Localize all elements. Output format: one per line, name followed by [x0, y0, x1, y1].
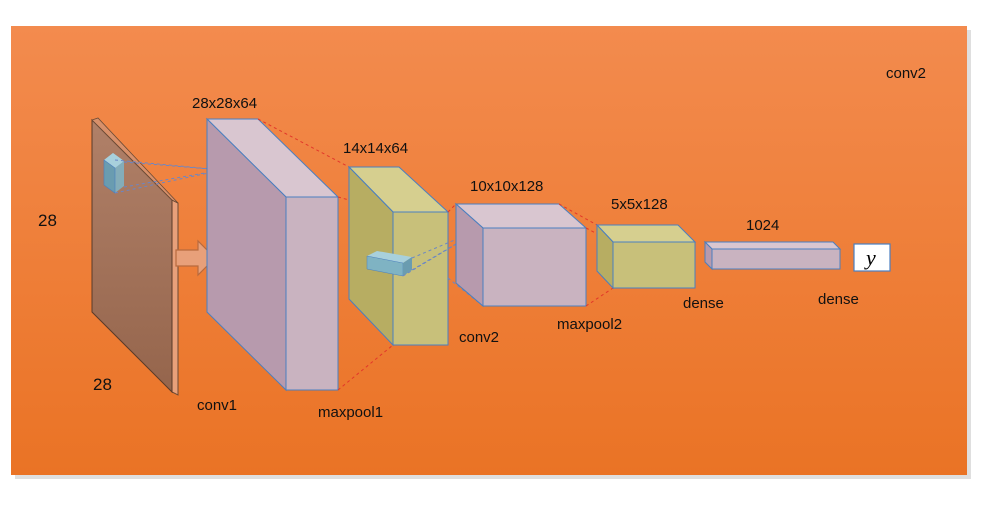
- kernel-projection-lines: [114, 159, 223, 194]
- maxpool1-block: [347, 165, 450, 347]
- conv1-block: [205, 117, 340, 392]
- maxpool2-name-label: maxpool2: [557, 316, 622, 333]
- conv1-dims-label: 28x28x64: [192, 95, 257, 112]
- dense2-name-label: dense: [818, 291, 859, 308]
- dense1-block: [703, 240, 842, 271]
- conv1-name-label: conv1: [197, 397, 237, 414]
- dense1-dims-label: 1024: [746, 217, 779, 234]
- maxpool2-block: [595, 223, 697, 290]
- input-kernel: [103, 153, 124, 194]
- maxpool1-dims-label: 14x14x64: [343, 140, 408, 157]
- maxpool1-name-label: maxpool1: [318, 404, 383, 421]
- maxpool2-dims-label: 5x5x128: [611, 196, 668, 213]
- input-width-label: 28: [93, 375, 112, 394]
- corner-label: conv2: [886, 65, 926, 82]
- output-symbol: y: [864, 245, 876, 270]
- conv2-block: [454, 202, 588, 308]
- conv2-dims-label: 10x10x128: [470, 178, 543, 195]
- input-height-label: 28: [38, 211, 57, 230]
- conv2-name-label: conv2: [459, 329, 499, 346]
- dense1-name-label: dense: [683, 295, 724, 312]
- output-box: [853, 243, 891, 272]
- maxpool1-kernel: [366, 251, 412, 277]
- connectors-conv1-maxpool1: [257, 118, 394, 391]
